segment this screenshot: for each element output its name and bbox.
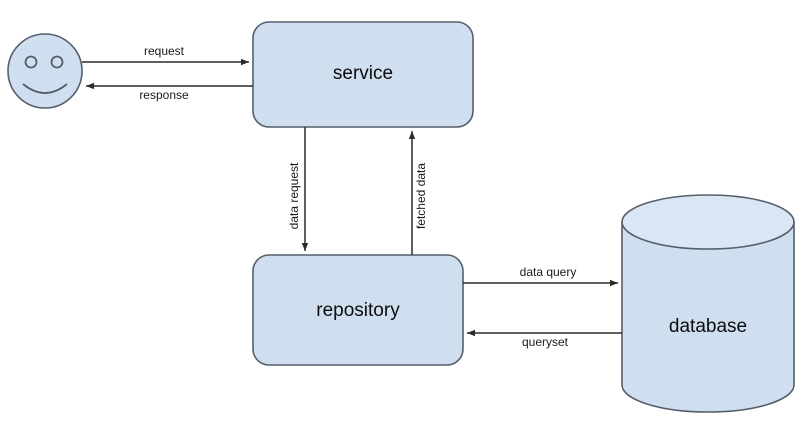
repository-label: repository — [316, 300, 400, 321]
node-repository[interactable]: repository — [252, 254, 464, 366]
database-cylinder-body — [621, 221, 795, 413]
edge-data-request: data request — [287, 127, 309, 251]
edge-request: request — [82, 44, 249, 66]
smiley-mouth-icon — [22, 83, 68, 94]
data-request-label: data request — [287, 162, 301, 229]
queryset-label: queryset — [522, 335, 569, 349]
edge-fetched-data: fetched data — [408, 131, 428, 255]
service-label: service — [333, 63, 393, 84]
smiley-face-icon — [7, 33, 83, 109]
service-box — [252, 21, 474, 128]
node-service[interactable]: service — [252, 21, 474, 128]
request-label: request — [144, 44, 185, 58]
edge-queryset: queryset — [467, 329, 622, 349]
repository-box — [252, 254, 464, 366]
node-database[interactable]: database — [621, 194, 795, 413]
response-label: response — [139, 88, 189, 102]
database-cylinder-top — [621, 194, 795, 250]
database-label: database — [669, 316, 747, 337]
edge-response: response — [86, 82, 253, 102]
smiley-right-eye-icon — [50, 55, 64, 69]
node-user[interactable] — [7, 33, 83, 109]
smiley-left-eye-icon — [24, 55, 38, 69]
data-query-label: data query — [520, 265, 577, 279]
fetched-data-label: fetched data — [414, 163, 428, 229]
edge-data-query: data query — [463, 265, 618, 287]
